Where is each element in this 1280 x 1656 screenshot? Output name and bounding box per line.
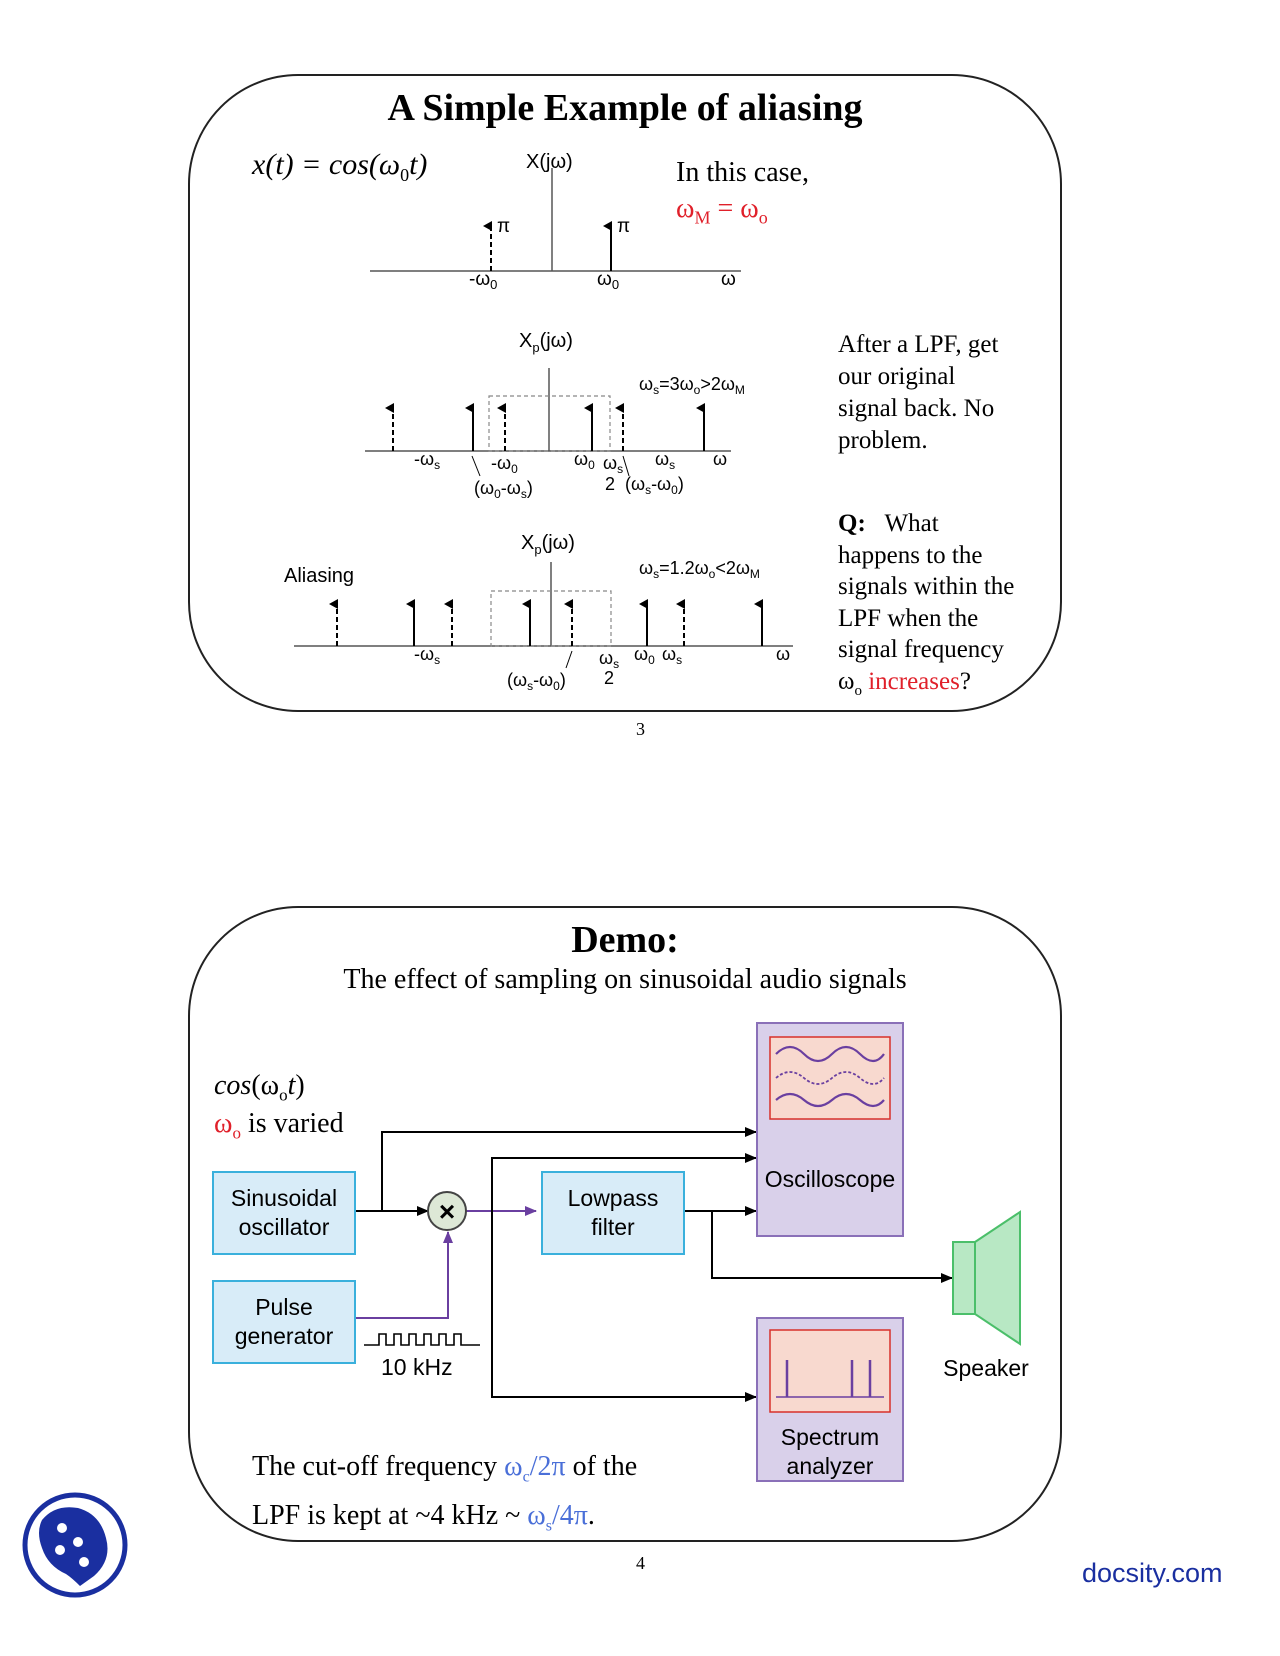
oscilloscope-block: Oscilloscope xyxy=(756,1022,904,1237)
cos-input-label: cos(ωot) xyxy=(214,1070,305,1105)
pi-label-right: π xyxy=(617,216,630,237)
after-lpf-text: After a LPF, get our original signal bac… xyxy=(838,331,999,454)
spectrum1-label: X(jω) xyxy=(526,151,573,173)
svg-text:ωs=3ωo>2ωM: ωs=3ωo>2ωM xyxy=(639,374,745,397)
in-this-case-text: In this case, xyxy=(676,157,809,188)
lowpass-filter-block: Lowpass filter xyxy=(541,1171,685,1255)
pulse-train-icon xyxy=(364,1333,480,1346)
signal-equation: x(t) = cos(ω0t) xyxy=(252,148,428,185)
oscilloscope-label: Oscilloscope xyxy=(765,1166,895,1192)
svg-text:2: 2 xyxy=(604,668,614,688)
docsity-brand-link[interactable]: docsity.com xyxy=(1082,1558,1223,1588)
svg-text:ω: ω xyxy=(713,449,727,469)
svg-text:ω: ω xyxy=(776,644,790,664)
svg-text:2: 2 xyxy=(605,474,615,494)
question-text: Q: What happens to the signals within th… xyxy=(838,510,1015,699)
omega-varied-label: ωo is varied xyxy=(214,1108,344,1143)
cutoff-frequency-text: The cut-off frequency ωc/2π of the LPF i… xyxy=(252,1451,638,1535)
page-number-3: 3 xyxy=(636,719,645,739)
pi-label-left: π xyxy=(497,216,510,237)
spectrum-xp-jw-aliasing: Xp(jω) Aliasing ωs=1.2ωo<2ωM -ωs ωs 2 ω0… xyxy=(284,532,793,693)
svg-text:Xp(jω): Xp(jω) xyxy=(521,532,575,557)
spectrum-analyzer-block xyxy=(756,1317,904,1482)
slide-4-subtitle: The effect of sampling on sinusoidal aud… xyxy=(343,964,907,995)
speaker-label: Speaker xyxy=(943,1355,1029,1381)
slide-4-title: Demo: xyxy=(571,919,679,961)
docsity-logo-icon[interactable] xyxy=(20,1490,130,1600)
speaker-icon xyxy=(952,1210,1021,1346)
svg-text:(ωs-ω0): (ωs-ω0) xyxy=(507,670,566,693)
svg-text:-ωs: -ωs xyxy=(414,644,440,667)
omega-m-equals-omega-o: ωM = ωo xyxy=(676,193,768,228)
sinusoidal-oscillator-block: Sinusoidal oscillator xyxy=(212,1171,356,1255)
aliasing-spectra-diagram: X(jω) π π -ω0 ω0 ω Xp(jω) ωs=3ωo>2ωM -ωs… xyxy=(284,151,793,693)
svg-text:ωs=1.2ωo<2ωM: ωs=1.2ωo<2ωM xyxy=(639,558,760,581)
svg-text:(ωs-ω0): (ωs-ω0) xyxy=(625,474,684,497)
multiplier-node: × xyxy=(427,1191,467,1231)
svg-text:-ωs: -ωs xyxy=(414,449,440,472)
spectrum-xp-jw-no-aliasing: Xp(jω) ωs=3ωo>2ωM -ωs -ω0 ω0 ωs ωs ω (ω0… xyxy=(365,330,745,501)
aliasing-label: Aliasing xyxy=(284,565,354,587)
pulse-generator-block: Pulse generator xyxy=(212,1280,356,1364)
spectrum-analyzer-label: Spectrum analyzer xyxy=(780,1424,880,1479)
svg-text:(ω0-ωs): (ω0-ωs) xyxy=(474,478,533,501)
svg-text:Xp(jω): Xp(jω) xyxy=(519,330,573,355)
freq-10khz-label: 10 kHz xyxy=(381,1354,453,1380)
page-number-4: 4 xyxy=(636,1553,645,1573)
multiply-icon: × xyxy=(439,1196,455,1227)
slide-3-title: A Simple Example of aliasing xyxy=(387,87,863,129)
svg-text:ω: ω xyxy=(721,269,736,290)
